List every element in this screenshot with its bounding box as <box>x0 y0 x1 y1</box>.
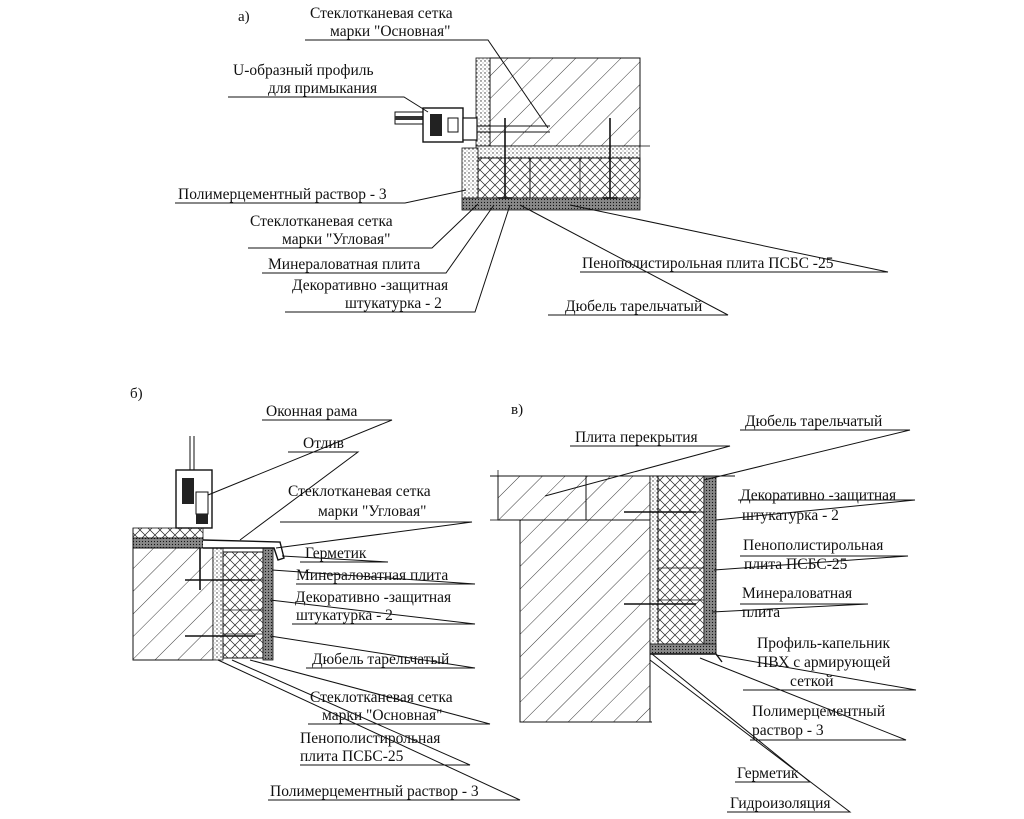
detail-v: в) <box>490 402 735 723</box>
label-b-sealant: Герметик <box>305 545 367 562</box>
label-v-polymer: Полимерцементный <box>752 703 885 720</box>
label-b-mesh-main-2: марки "Основная" <box>322 707 442 724</box>
label-a-plaster-2: штукатурка - 2 <box>345 295 442 312</box>
label-b-mesh-corner-2: марки "Угловая" <box>318 503 426 520</box>
window-profile-a <box>394 107 550 143</box>
label-b-mineral: Минераловатная плита <box>296 567 448 584</box>
label-a-uprofile: U-образный профиль <box>233 62 374 79</box>
drip-profile-v <box>650 653 723 663</box>
label-b-dowel: Дюбель тарельчатый <box>312 651 449 668</box>
leaders-a <box>175 39 889 316</box>
floor-slab-v <box>490 470 735 521</box>
label-v-drip-2: ПВХ с армирующей <box>757 654 890 671</box>
dowels-a <box>498 118 617 199</box>
sill-screed-b <box>132 537 204 549</box>
sill-flashing-b <box>202 539 285 561</box>
label-a-eps: Пенополистирольная плита ПСБС -25 <box>582 255 834 272</box>
section-label-b: б) <box>130 386 143 402</box>
label-a-dowel: Дюбель тарельчатый <box>565 298 702 315</box>
wall-v <box>519 475 652 723</box>
leaders-v <box>544 429 917 813</box>
adhesive-layer-a <box>475 145 641 159</box>
label-v-drip: Профиль-капельник <box>757 635 891 652</box>
label-v-eps-2: плита ПСБС-25 <box>744 556 848 573</box>
label-a-polymer: Полимерцементный раствор - 3 <box>178 186 387 203</box>
label-b-plaster-2: штукатурка - 2 <box>296 607 393 624</box>
window-frame-b <box>175 436 213 529</box>
label-a-plaster: Декоративно -защитная <box>292 277 448 294</box>
label-v-dowel: Дюбель тарельчатый <box>745 413 882 430</box>
wall-a <box>489 57 650 147</box>
detail-a: а) <box>238 9 650 211</box>
label-a-mesh-corner-2: марки "Угловая" <box>282 231 390 248</box>
label-a-mesh-main: Стеклотканевая сетка <box>310 5 453 22</box>
leaders-b <box>207 419 521 801</box>
label-a-mesh-main-2: марки "Основная" <box>330 23 450 40</box>
label-b-window: Оконная рама <box>266 403 357 420</box>
labels-a: Стеклотканевая сетка марки "Основная" U-… <box>178 5 834 315</box>
label-b-plaster: Декоративно -защитная <box>295 589 451 606</box>
labels-b: Оконная рама Отлив Стеклотканевая сетка … <box>266 403 479 800</box>
detail-b: б) <box>130 386 285 661</box>
sill-top-b <box>132 527 204 539</box>
label-b-mesh-main: Стеклотканевая сетка <box>310 689 453 706</box>
label-v-eps: Пенополистирольная <box>743 537 883 554</box>
label-v-mineral-2: плита <box>742 604 780 621</box>
label-b-sill: Отлив <box>303 435 344 452</box>
label-a-uprofile-2: для примыкания <box>268 80 377 97</box>
insulation-a <box>477 157 641 199</box>
label-b-polymer: Полимерцементный раствор - 3 <box>270 783 479 800</box>
side-plaster-a <box>461 147 479 199</box>
label-v-mineral: Минераловатная <box>742 585 852 602</box>
label-v-slab: Плита перекрытия <box>575 429 698 446</box>
labels-v: Плита перекрытия Дюбель тарельчатый Деко… <box>575 413 896 812</box>
section-label-a: а) <box>238 9 250 25</box>
section-label-v: в) <box>511 402 523 418</box>
label-b-eps-2: плита ПСБС-25 <box>300 748 404 765</box>
label-v-sealant: Герметик <box>737 765 799 782</box>
label-b-mesh-corner: Стеклотканевая сетка <box>288 483 431 500</box>
dowels-v <box>624 511 696 605</box>
dowels-b <box>185 548 255 637</box>
label-v-plaster: Декоративно -защитная <box>740 487 896 504</box>
wall-plaster-a <box>475 57 491 147</box>
label-b-eps: Пенополистирольная <box>300 730 440 747</box>
label-v-polymer-2: раствор - 3 <box>752 722 824 739</box>
label-v-waterproof: Гидроизоляция <box>730 795 831 812</box>
insulation-v <box>649 475 717 655</box>
label-a-mesh-corner: Стеклотканевая сетка <box>250 213 393 230</box>
label-v-drip-3: сеткой <box>790 673 834 690</box>
label-a-mineral: Минераловатная плита <box>268 256 420 273</box>
bottom-plaster-a <box>461 197 641 211</box>
label-v-plaster-2: штукатурка - 2 <box>742 507 839 524</box>
insulation-b <box>212 547 274 661</box>
wall-b <box>132 528 214 661</box>
